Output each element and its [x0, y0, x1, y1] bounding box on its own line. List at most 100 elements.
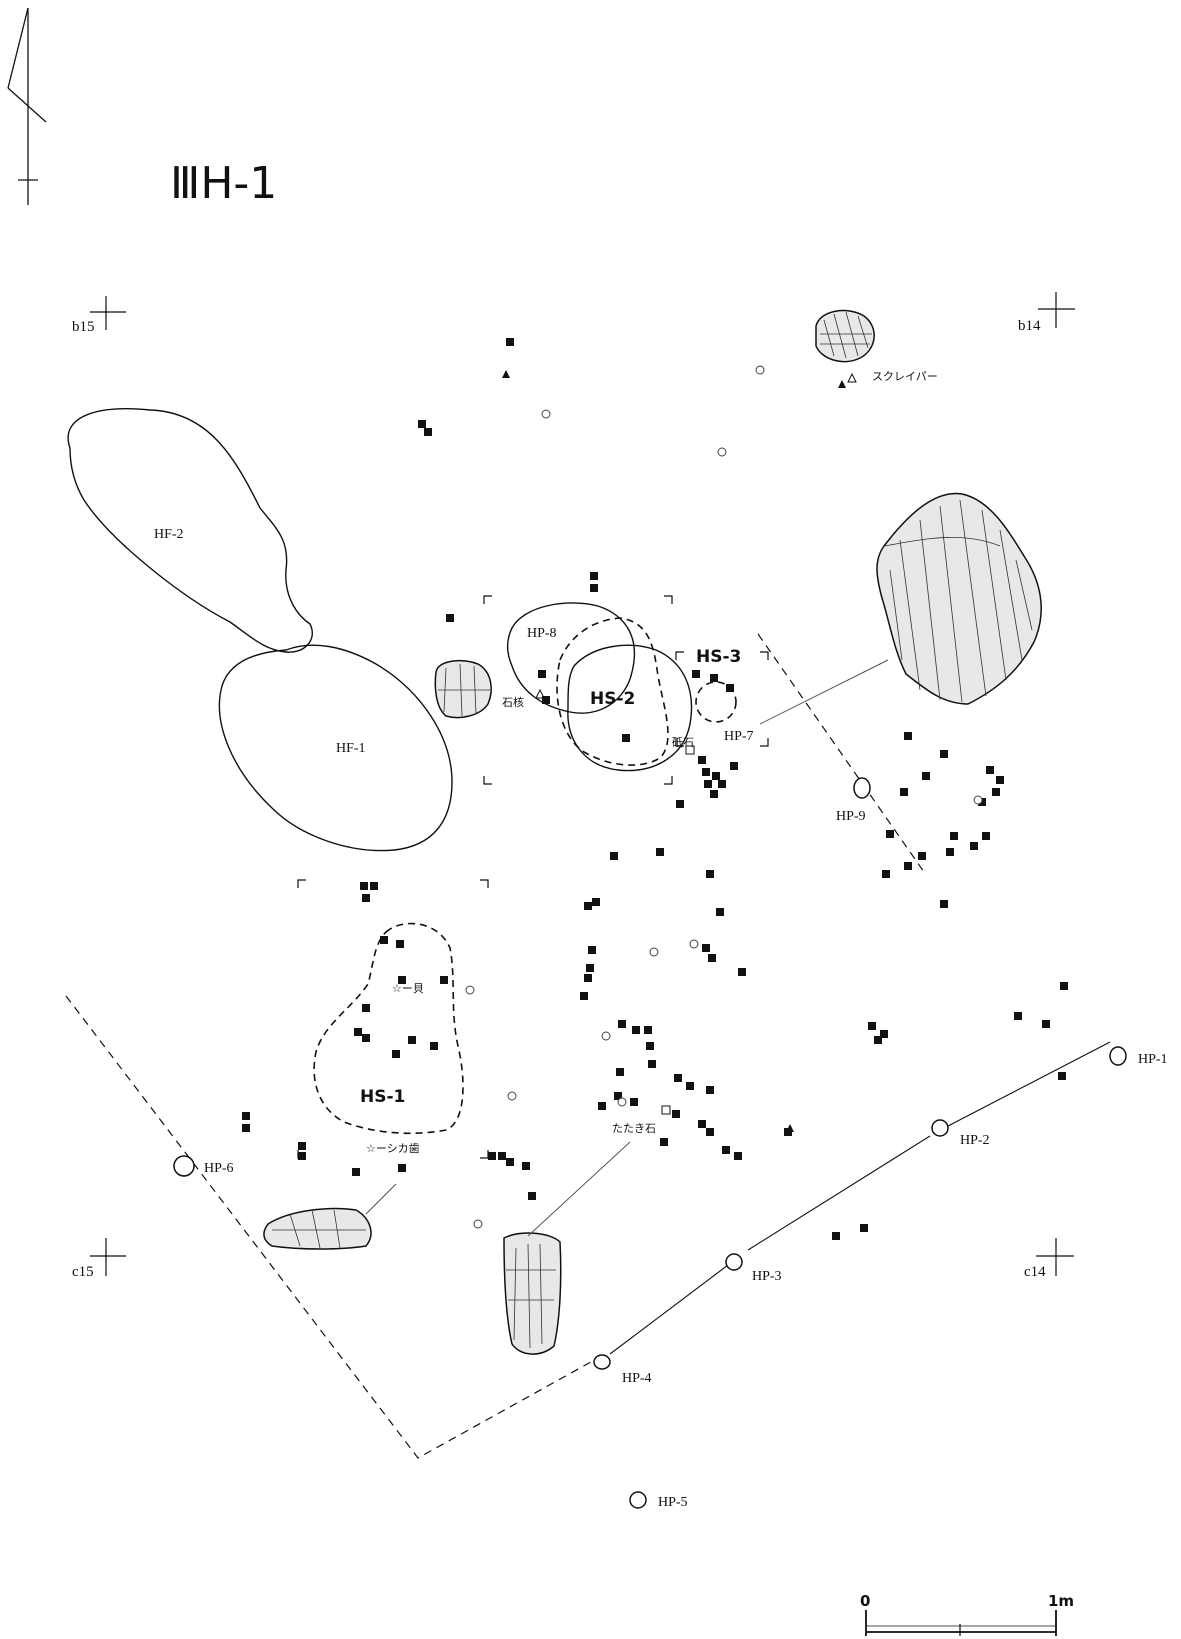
- square-marker: [506, 1158, 514, 1166]
- square-marker: [542, 696, 550, 704]
- scraper-label: スクレイパー: [872, 370, 938, 383]
- circle-marker: [507, 1091, 517, 1101]
- square-marker: [1042, 1020, 1050, 1028]
- square-marker: [1060, 982, 1068, 990]
- square-marker: [726, 684, 734, 692]
- square-marker: [632, 1026, 640, 1034]
- square-marker: [614, 1092, 622, 1100]
- square-marker: [940, 900, 948, 908]
- grid-label-c14: c14: [1024, 1264, 1046, 1280]
- triangle-marker: [502, 370, 510, 378]
- square-marker: [874, 1036, 882, 1044]
- square-marker: [598, 1102, 606, 1110]
- square-marker: [702, 768, 710, 776]
- square-marker: [584, 974, 592, 982]
- square-marker: [986, 766, 994, 774]
- dwelling-boundary-line-east: [757, 633, 925, 873]
- hs2-area-brackets: [483, 595, 769, 785]
- flake-tool-drawing: [263, 1207, 372, 1250]
- posthole-hp5-label: HP-5: [658, 1495, 688, 1510]
- circle-marker: [689, 939, 699, 949]
- square-marker: [616, 1068, 624, 1076]
- square-marker: [860, 1224, 868, 1232]
- square-marker-open: [661, 1105, 671, 1115]
- stone-feature-hs1-label: HS-1: [360, 1087, 405, 1107]
- square-marker: [698, 756, 706, 764]
- scraper-drawing: [815, 309, 875, 363]
- posthole-line-segment: [747, 1135, 931, 1251]
- square-marker: [398, 976, 406, 984]
- hammerstone-label: たたき石: [612, 1122, 656, 1135]
- leader-line-hammerstone: [527, 1141, 631, 1237]
- square-marker: [982, 832, 990, 840]
- square-marker: [584, 902, 592, 910]
- hearth-hf2-label: HF-2: [154, 527, 184, 542]
- square-marker: [362, 1004, 370, 1012]
- square-marker: [940, 750, 948, 758]
- grid-label-c15: c15: [72, 1264, 94, 1280]
- square-marker: [710, 790, 718, 798]
- square-marker: [580, 992, 588, 1000]
- square-marker: [370, 882, 378, 890]
- circle-marker: [465, 985, 475, 995]
- scale-bar: [865, 1610, 1057, 1636]
- posthole-hp2: [931, 1119, 949, 1137]
- square-marker: [992, 788, 1000, 796]
- square-marker: [702, 944, 710, 952]
- square-marker: [590, 572, 598, 580]
- scale-bar-start-label: 0: [860, 1592, 870, 1610]
- grid-cross-c14: [1036, 1238, 1074, 1276]
- square-marker: [674, 1074, 682, 1082]
- square-marker: [832, 1232, 840, 1240]
- square-marker: [880, 1030, 888, 1038]
- circle-marker: [973, 795, 983, 805]
- posthole-hp3: [725, 1253, 743, 1271]
- square-marker: [734, 1152, 742, 1160]
- square-marker: [618, 1020, 626, 1028]
- square-marker: [430, 1042, 438, 1050]
- square-marker: [904, 732, 912, 740]
- square-marker: [418, 420, 426, 428]
- posthole-hp5: [629, 1491, 647, 1509]
- square-marker: [698, 1120, 706, 1128]
- grid-cross-b15: [90, 296, 126, 330]
- square-marker: [362, 894, 370, 902]
- posthole-hp7-label: HP-7: [724, 729, 754, 744]
- square-marker: [242, 1112, 250, 1120]
- square-marker: [648, 1060, 656, 1068]
- grid-cross-c15: [90, 1238, 126, 1276]
- hearth-hf1-label: HF-1: [336, 741, 366, 756]
- square-marker: [970, 842, 978, 850]
- scale-bar-end-label: 1m: [1048, 1592, 1074, 1610]
- square-marker: [704, 780, 712, 788]
- stone-feature-hs2-outline: [567, 644, 693, 772]
- square-marker: [396, 940, 404, 948]
- square-marker: [586, 964, 594, 972]
- square-marker: [630, 1098, 638, 1106]
- square-marker: [424, 428, 432, 436]
- posthole-hp6-label: HP-6: [204, 1161, 234, 1176]
- square-marker: [506, 338, 514, 346]
- circle-marker: [717, 447, 727, 457]
- leader-line-flake: [365, 1183, 397, 1215]
- hearth-hf2-outline: [67, 408, 313, 653]
- square-marker: [706, 1128, 714, 1136]
- square-marker: [710, 674, 718, 682]
- grid-label-b15: b15: [72, 319, 95, 335]
- square-marker: [706, 870, 714, 878]
- triangle-marker: [786, 1124, 794, 1132]
- square-marker: [660, 1138, 668, 1146]
- whetstone-drawing: [876, 492, 1042, 705]
- square-marker: [904, 862, 912, 870]
- posthole-hp7-outline: [695, 681, 737, 723]
- square-marker: [644, 1026, 652, 1034]
- core-label: 石核: [502, 695, 524, 709]
- square-marker: [706, 1086, 714, 1094]
- circle-marker: [541, 409, 551, 419]
- square-marker: [1058, 1072, 1066, 1080]
- posthole-hp4: [593, 1354, 611, 1370]
- posthole-hp6: [173, 1155, 195, 1177]
- square-marker: [408, 1036, 416, 1044]
- square-marker: [886, 830, 894, 838]
